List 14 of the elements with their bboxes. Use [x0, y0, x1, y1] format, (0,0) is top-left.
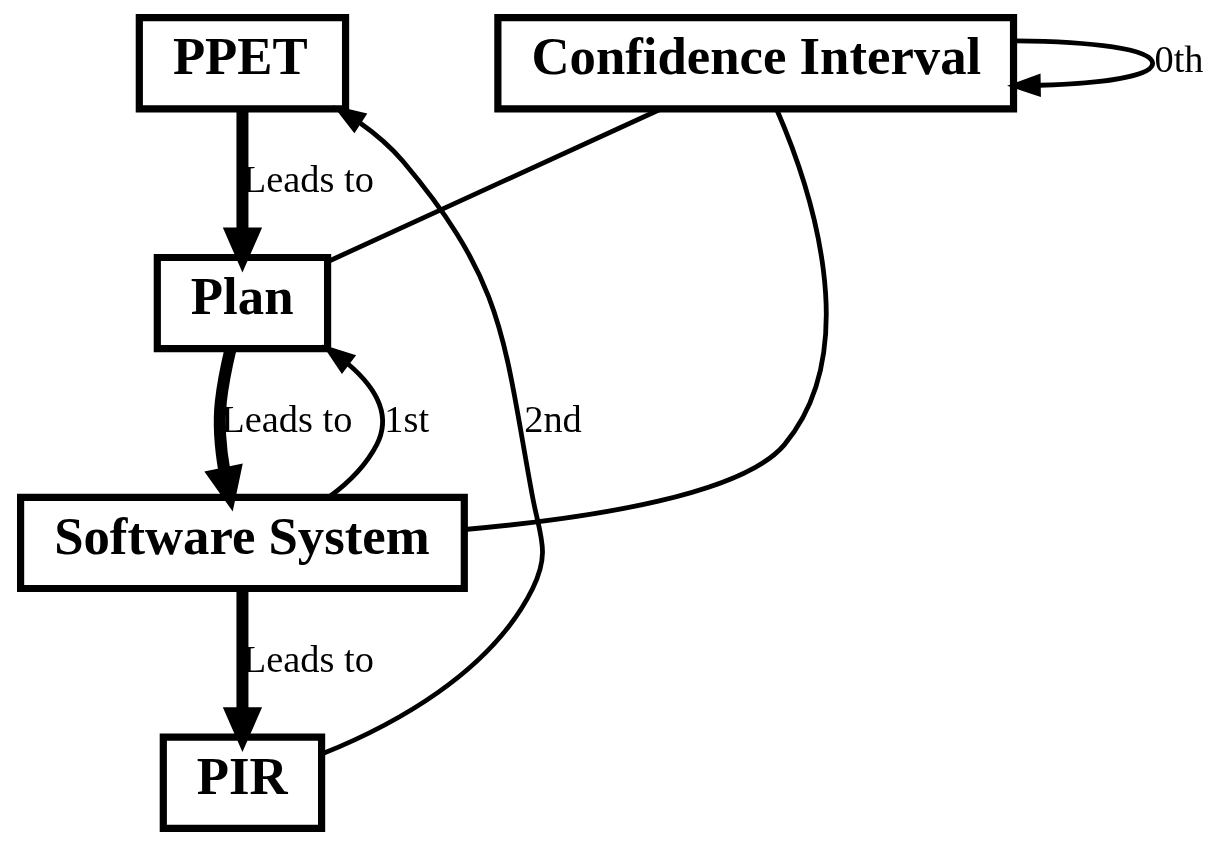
arrow	[222, 109, 262, 273]
edge-label: Leads to	[242, 637, 374, 680]
arrow	[1006, 38, 1155, 97]
edge-label: 2nd	[523, 398, 582, 441]
node-box: Software System	[16, 493, 468, 593]
edge-label: 0th	[1154, 38, 1204, 81]
arrow	[222, 589, 262, 753]
node-box: Confidence Interval	[493, 14, 1017, 113]
arrow	[320, 105, 545, 757]
edge-label: Leads to	[242, 158, 374, 201]
edge-label: 1st	[383, 398, 429, 441]
node-box: Plan	[153, 253, 331, 353]
node-box: PIR	[159, 733, 325, 832]
node-box: PPET	[135, 14, 349, 113]
